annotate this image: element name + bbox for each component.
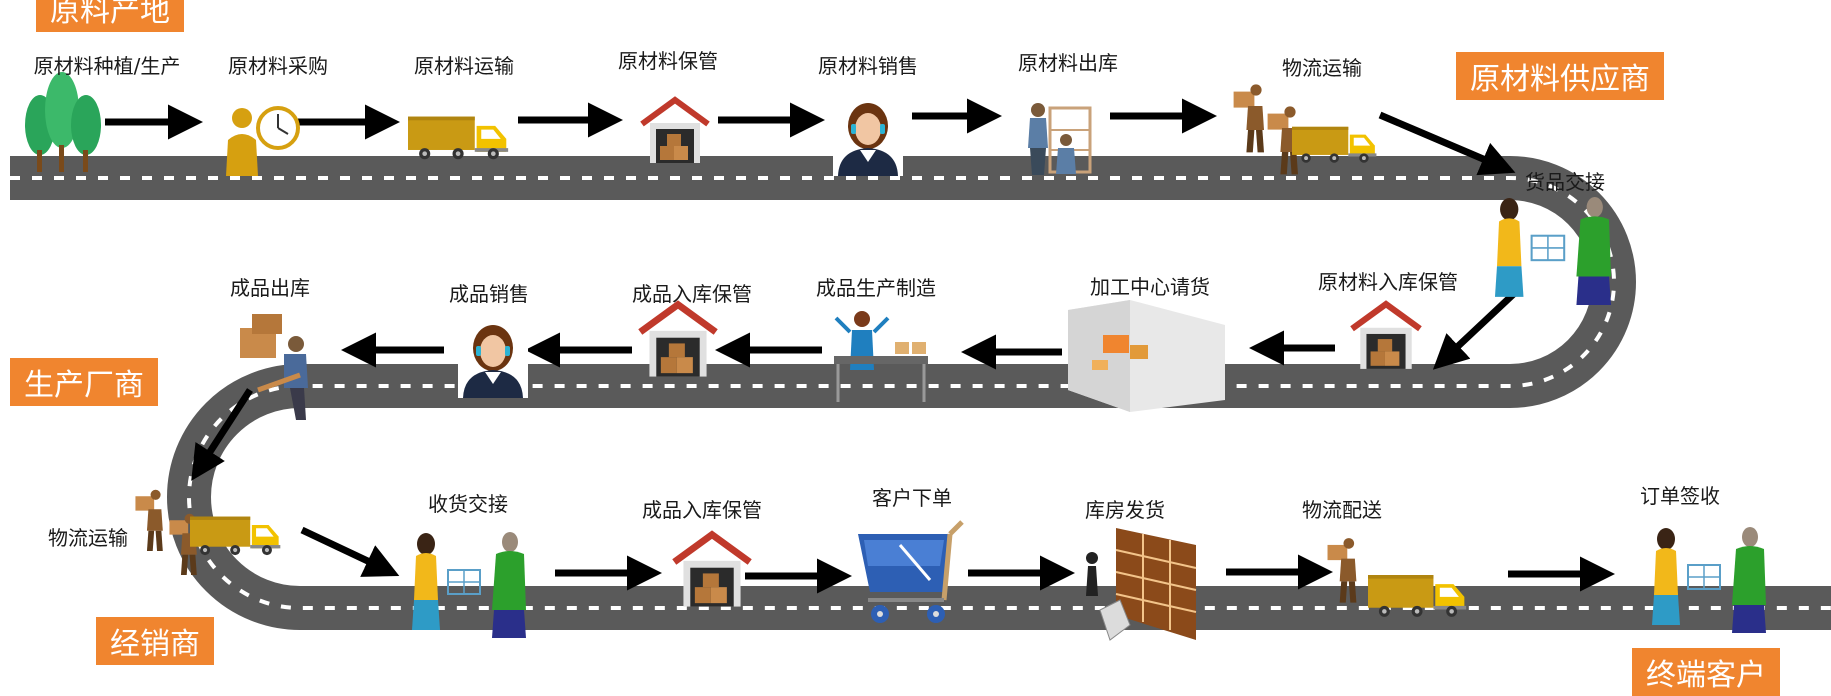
truck-icon — [1368, 575, 1467, 617]
step-label-handover: 货品交接 — [1525, 170, 1605, 194]
step-label-product-sales: 成品销售 — [449, 282, 529, 306]
step-label-inbound-storage: 原材料入库保管 — [1318, 270, 1458, 294]
step-label-outbound: 原材料出库 — [1018, 51, 1118, 75]
step-label-storage: 原材料保管 — [618, 49, 718, 73]
step-label-product-outbound: 成品出库 — [230, 276, 310, 300]
step-label-signoff: 订单签收 — [1640, 484, 1720, 508]
role-badge-manufacturer: 生产厂商 — [10, 358, 158, 406]
truck-icon — [408, 116, 509, 160]
warehouse-icon — [1352, 304, 1420, 369]
step-label-transport: 原材料运输 — [414, 54, 514, 78]
step-label-product-storage: 成品入库保管 — [632, 282, 752, 306]
step-label-order: 客户下单 — [872, 486, 952, 510]
truck-icon — [190, 516, 281, 556]
step-label-product-storage-2: 成品入库保管 — [642, 498, 762, 522]
warehouse-icon — [674, 535, 749, 607]
porter-icon — [135, 489, 163, 551]
sales-agent-icon — [458, 318, 528, 398]
sales-agent-icon — [833, 96, 903, 176]
manufacturing-line-icon — [834, 311, 928, 402]
role-badge-distributor: 经销商 — [96, 617, 214, 665]
flow-arrows — [105, 98, 1615, 594]
warehouse-worker-icon — [1028, 103, 1092, 175]
step-label-purchase: 原材料采购 — [228, 54, 328, 78]
processing-center-icon — [1068, 300, 1225, 412]
warehouse-icon — [640, 305, 715, 377]
role-badge-end-customer: 终端客户 — [1632, 648, 1780, 696]
role-badge-raw-supplier: 原材料供应商 — [1456, 52, 1664, 100]
step-label-logistics-2: 物流运输 — [48, 526, 128, 550]
step-label-delivery: 物流配送 — [1302, 498, 1382, 522]
shelf-dispatch-icon — [1086, 528, 1197, 641]
step-label-dispatch: 库房发货 — [1085, 498, 1165, 522]
role-badge-raw-origin: 原料产地 — [36, 0, 184, 32]
step-label-planting: 原材料种植/生产 — [33, 54, 181, 78]
handover-icon — [1493, 196, 1613, 306]
step-label-receiving: 收货交接 — [428, 492, 508, 516]
step-label-sales: 原材料销售 — [818, 54, 918, 78]
step-label-request: 加工中心请货 — [1090, 275, 1210, 299]
step-label-manufacturing: 成品生产制造 — [816, 276, 936, 300]
shopping-cart-icon — [858, 520, 964, 623]
trees-icon — [25, 72, 101, 172]
step-label-logistics: 物流运输 — [1282, 56, 1362, 80]
product-outbound-icon — [240, 314, 308, 420]
porter-icon — [1233, 84, 1264, 153]
truck-icon — [1292, 126, 1377, 163]
warehouse-icon — [642, 100, 708, 163]
buyer-clock-icon — [226, 106, 300, 176]
